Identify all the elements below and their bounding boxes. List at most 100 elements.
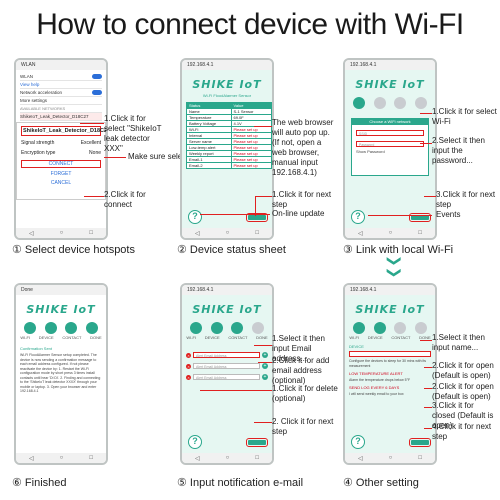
help-icon[interactable]: ? xyxy=(351,435,365,449)
nav-bar: ◁ ○ □ xyxy=(345,228,435,238)
step-labels: WI-FI DEVICE CONTACT DONE xyxy=(20,335,102,340)
network-item-shikeiot[interactable]: ShikeIoT_Leak_Detector_D18C27 xyxy=(20,113,102,121)
help-icon[interactable]: ? xyxy=(188,435,202,449)
annot-line xyxy=(254,422,272,423)
status-page: SHIKE IoT Wi-Fi FloodAlarmer Sensor Stat… xyxy=(182,70,272,228)
delete-icon[interactable]: × xyxy=(186,352,191,358)
recent-icon[interactable]: □ xyxy=(418,455,422,461)
step-dot xyxy=(24,322,37,334)
footer-controls: ? xyxy=(351,210,431,224)
toggle-icon[interactable] xyxy=(92,90,102,95)
address-bar: 192.168.4.1 xyxy=(345,60,435,70)
home-icon[interactable]: ○ xyxy=(225,230,230,236)
step-dot xyxy=(251,322,264,334)
add-icon[interactable]: + xyxy=(262,352,268,358)
annot-line xyxy=(80,123,104,124)
recent-icon[interactable]: □ xyxy=(89,230,93,236)
annot-p6-open2: 2.Click it for open (Default is open) xyxy=(432,382,494,401)
next-step-button[interactable] xyxy=(246,437,268,447)
annot-p3-events: Events xyxy=(436,210,461,219)
interval-text: Configure the devices to sleep for 30 mi… xyxy=(349,359,427,368)
popup-title: ShikeIoT_Leak_Detector_D18C27 xyxy=(21,126,108,136)
annot-line xyxy=(420,113,432,114)
add-icon[interactable]: + xyxy=(262,374,268,380)
recent-icon[interactable]: □ xyxy=(89,455,93,461)
add-icon[interactable]: + xyxy=(262,363,268,369)
home-icon[interactable]: ○ xyxy=(59,455,64,461)
progress-steps xyxy=(349,97,431,109)
cancel-button[interactable]: CANCEL xyxy=(50,180,72,186)
network-acceleration-row[interactable]: Network acceleration xyxy=(20,89,102,97)
step-dot xyxy=(414,97,427,109)
annot-line xyxy=(255,196,256,216)
finished-page: SHIKE IoT WI-FI DEVICE CONTACT DONE Conf… xyxy=(16,295,106,453)
weekly-label[interactable]: SEND LOG EVERY 6 DAYS xyxy=(349,385,400,390)
recent-icon[interactable]: □ xyxy=(255,455,259,461)
home-icon[interactable]: ○ xyxy=(388,455,393,461)
forget-button[interactable]: FORGET xyxy=(50,171,72,177)
back-icon[interactable]: ◁ xyxy=(195,455,200,462)
back-icon[interactable]: ◁ xyxy=(29,455,34,462)
annot-line xyxy=(424,428,432,429)
email-input[interactable]: Alert Email Address xyxy=(193,363,260,369)
delete-icon[interactable]: × xyxy=(186,374,191,380)
phone-device-status: 192.168.4.1 SHIKE IoT Wi-Fi FloodAlarmer… xyxy=(180,58,274,240)
toggle-icon[interactable] xyxy=(92,74,102,79)
more-settings-row[interactable]: More settings xyxy=(20,97,102,105)
confirmation-body: Wi-Fi FloodAlarmer Sensor setup complete… xyxy=(20,353,101,393)
password-input[interactable]: Password xyxy=(356,141,424,147)
annot-line xyxy=(254,126,272,127)
footer-controls: ? xyxy=(188,210,268,224)
back-icon[interactable]: ◁ xyxy=(358,230,363,237)
connect-button[interactable]: CONNECT xyxy=(21,160,101,168)
next-step-button[interactable] xyxy=(409,212,431,222)
progress-steps xyxy=(349,322,431,334)
status-bar: WLAN xyxy=(16,60,106,70)
wifi-setup-page: SHIKE IoT Choose a WiFi network SSID Pas… xyxy=(345,70,435,228)
back-icon[interactable]: ◁ xyxy=(29,230,34,237)
next-step-button[interactable] xyxy=(246,212,268,222)
low-temp-label[interactable]: LOW TEMPERATURE ALERT xyxy=(349,371,403,376)
nav-bar: ◁ ○ □ xyxy=(16,453,106,463)
chevron-down-icon: ❯❯ xyxy=(387,255,403,279)
help-icon[interactable]: ? xyxy=(351,210,365,224)
view-help-row[interactable]: View help xyxy=(20,81,102,89)
email-input[interactable]: Alert Email Address xyxy=(193,352,260,358)
caption-step-3: ③ Link with local Wi-Fi xyxy=(343,244,454,256)
annot-p2-browser: The web browser will auto pop up. (If no… xyxy=(272,118,334,177)
annot-line xyxy=(424,407,432,408)
home-icon[interactable]: ○ xyxy=(388,230,393,236)
delete-icon[interactable]: × xyxy=(186,363,191,369)
device-name-row xyxy=(349,351,431,357)
annot-line xyxy=(420,143,432,144)
phone-wifi-settings: WLAN WLAN View help Network acceleration… xyxy=(14,58,108,240)
step-labels: WI-FI DEVICE CONTACT DONE xyxy=(349,335,431,340)
annot-line xyxy=(84,196,104,197)
home-icon[interactable]: ○ xyxy=(59,230,64,236)
help-icon[interactable]: ? xyxy=(188,210,202,224)
phone-other-setting: 192.168.4.1 SHIKE IoT WI-FI DEVICE CONTA… xyxy=(343,283,437,465)
shike-logo: SHIKE IoT xyxy=(26,303,96,316)
caption-step-2: ② Device status sheet xyxy=(177,244,286,256)
recent-icon[interactable]: □ xyxy=(255,230,259,236)
wlan-toggle-row[interactable]: WLAN xyxy=(20,73,102,81)
show-password-checkbox[interactable]: Show Password xyxy=(356,149,385,154)
ssid-input[interactable]: SSID xyxy=(356,130,424,136)
recent-icon[interactable]: □ xyxy=(418,230,422,236)
home-icon[interactable]: ○ xyxy=(225,455,230,461)
step-dot xyxy=(353,97,366,109)
email-input[interactable]: Alert Email Address xyxy=(193,374,260,380)
step-dot xyxy=(65,322,78,334)
next-step-button[interactable] xyxy=(409,437,431,447)
shike-logo: SHIKE IoT xyxy=(192,78,262,91)
network-popup: ShikeIoT_Leak_Detector_D18C27 Signal str… xyxy=(16,122,106,200)
back-icon[interactable]: ◁ xyxy=(358,455,363,462)
nav-bar: ◁ ○ □ xyxy=(182,453,272,463)
caption-step-5: ⑤ Input notification e-mail xyxy=(177,477,304,489)
annot-p6-open1: 2.Click it for open (Default is open) xyxy=(432,361,494,380)
back-icon[interactable]: ◁ xyxy=(195,230,200,237)
annot-p3-password: 2.Select it then input the password... xyxy=(432,136,485,165)
device-name-input[interactable] xyxy=(349,351,431,357)
step-dot xyxy=(190,322,203,334)
